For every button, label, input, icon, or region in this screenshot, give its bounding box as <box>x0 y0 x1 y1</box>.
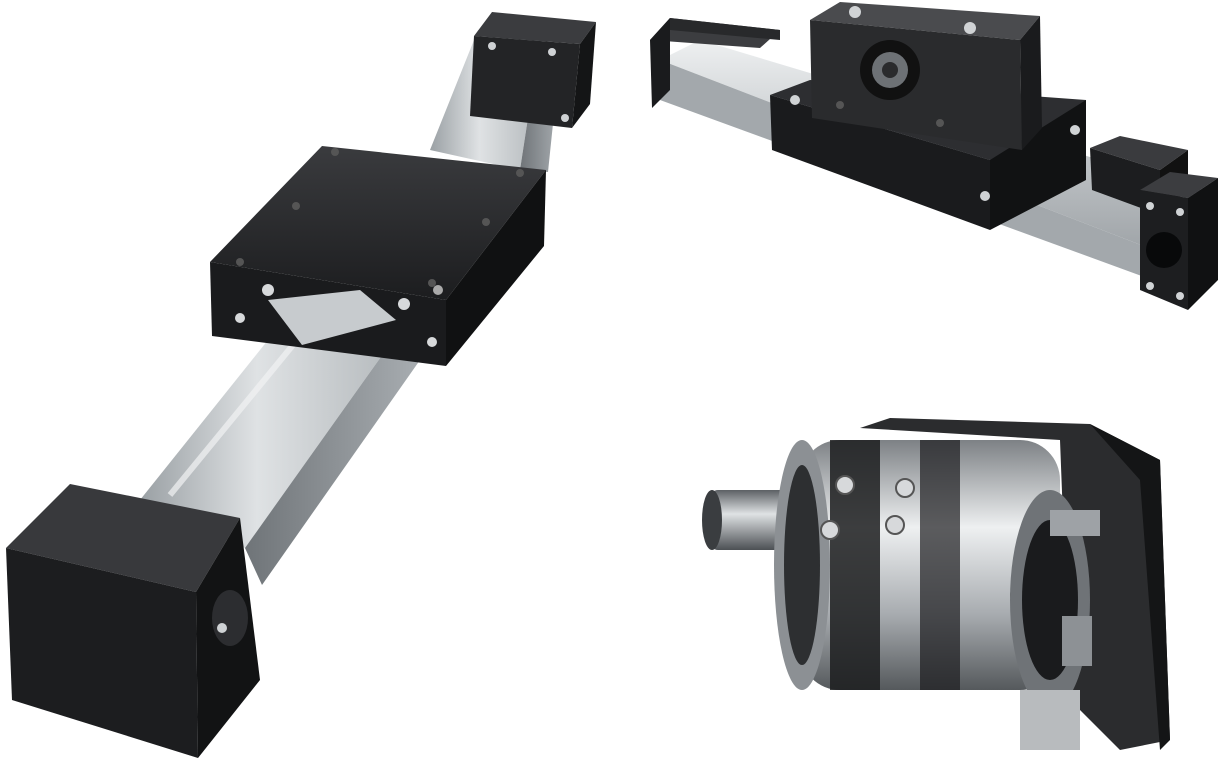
left-end-block <box>650 18 780 108</box>
far-end-cap <box>470 12 596 128</box>
ball-screw-module-image <box>640 0 1221 320</box>
planetary-gearbox-image <box>690 400 1220 764</box>
carriage <box>210 146 546 366</box>
near-end-cap <box>6 484 260 758</box>
linear-actuator-image <box>0 0 610 764</box>
linear-actuator-illustration <box>6 12 596 758</box>
bearing-housing <box>810 2 1042 150</box>
flange-housing <box>860 418 1170 750</box>
ball-screw-module-illustration <box>650 2 1218 310</box>
right-end-cap <box>1140 172 1218 310</box>
rail-under-carriage <box>268 290 396 345</box>
planetary-gearbox-illustration <box>702 418 1170 750</box>
gearbox-body <box>774 440 1060 690</box>
